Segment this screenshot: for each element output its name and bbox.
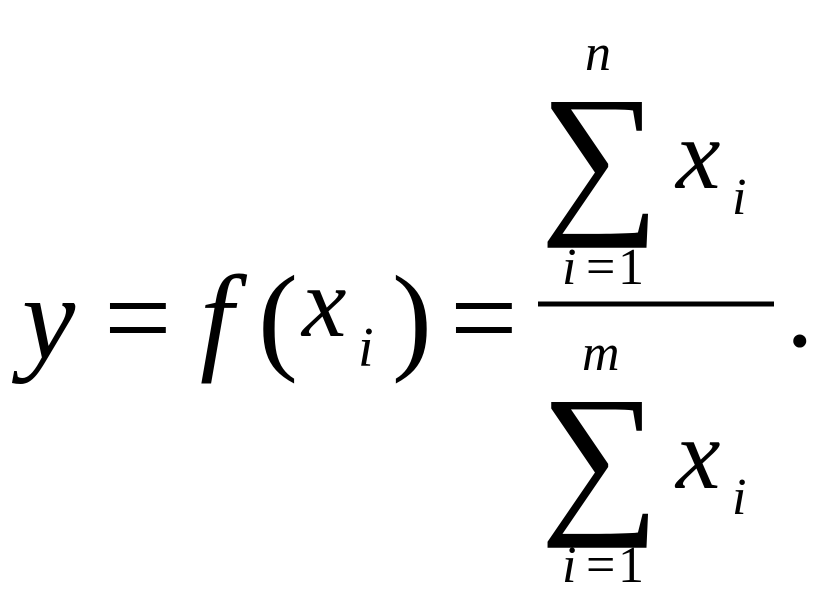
numerator-lower-eq: = bbox=[586, 239, 615, 296]
denominator-lower-eq: = bbox=[586, 537, 615, 594]
denominator-lower-val: 1 bbox=[618, 537, 644, 594]
numerator-lower-val: 1 bbox=[618, 239, 644, 296]
subscript-i: i bbox=[358, 317, 374, 379]
denominator-upper-limit: m bbox=[582, 325, 620, 382]
equals-sign-1: = bbox=[104, 251, 172, 384]
denominator-lower-var: i bbox=[562, 537, 576, 594]
right-paren: ) bbox=[392, 251, 432, 384]
numerator-sigma: ∑ bbox=[540, 63, 660, 249]
period: . bbox=[786, 248, 814, 370]
variable-y: y bbox=[11, 251, 76, 384]
variable-x: x bbox=[300, 247, 346, 358]
denominator-x: x bbox=[674, 399, 720, 510]
denominator-sigma: ∑ bbox=[540, 363, 660, 549]
function-f: f bbox=[200, 251, 248, 384]
numerator-x: x bbox=[674, 99, 720, 210]
numerator-subscript-i: i bbox=[732, 169, 746, 226]
denominator-subscript-i: i bbox=[732, 469, 746, 526]
numerator-upper-limit: n bbox=[585, 25, 611, 82]
left-paren: ( bbox=[258, 251, 298, 384]
equals-sign-2: = bbox=[450, 251, 518, 384]
numerator-lower-var: i bbox=[562, 239, 576, 296]
